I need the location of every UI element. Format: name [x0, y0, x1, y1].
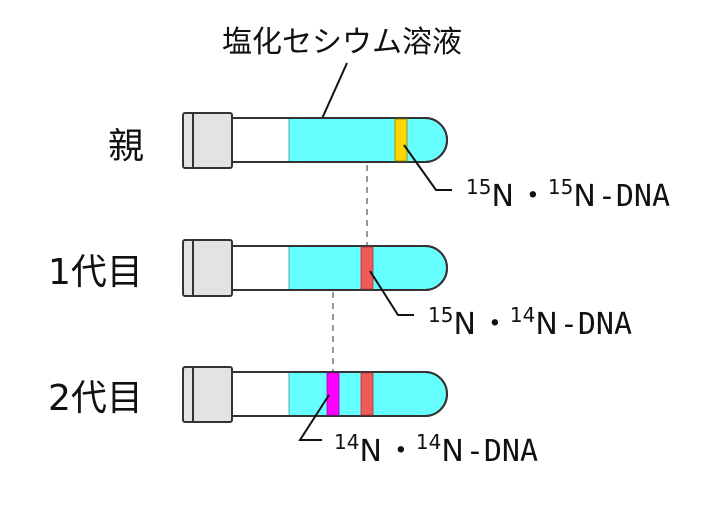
generation-label-parent: 親: [108, 126, 144, 167]
label-14N14N-DNA: 14N・14N-DNA: [334, 430, 538, 469]
tube-cap: [182, 366, 233, 423]
tube-cap: [182, 112, 233, 169]
tube-cap: [182, 239, 233, 297]
band-15N15N: [394, 118, 408, 162]
band-15N14N: [360, 246, 374, 290]
leader-line-15N15N: [403, 144, 452, 191]
generation-label-1st: 1代目: [48, 252, 143, 293]
title-cesium-chloride-solution: 塩化セシウム溶液: [222, 25, 462, 60]
cesium-solution: [289, 119, 446, 161]
generation-label-2nd: 2代目: [48, 378, 143, 419]
label-15N15N-DNA: 15N・15N-DNA: [466, 175, 670, 214]
test-tube-parent: [182, 112, 448, 169]
leader-line-14N14N: [298, 394, 330, 441]
band-14N14N: [326, 372, 340, 416]
label-15N14N-DNA: 15N・14N-DNA: [428, 303, 632, 342]
test-tube-1st-generation: [182, 239, 448, 297]
leader-line-15N14N: [369, 270, 414, 316]
band-15N14N: [360, 372, 374, 416]
test-tube-2nd-generation: [182, 366, 448, 423]
